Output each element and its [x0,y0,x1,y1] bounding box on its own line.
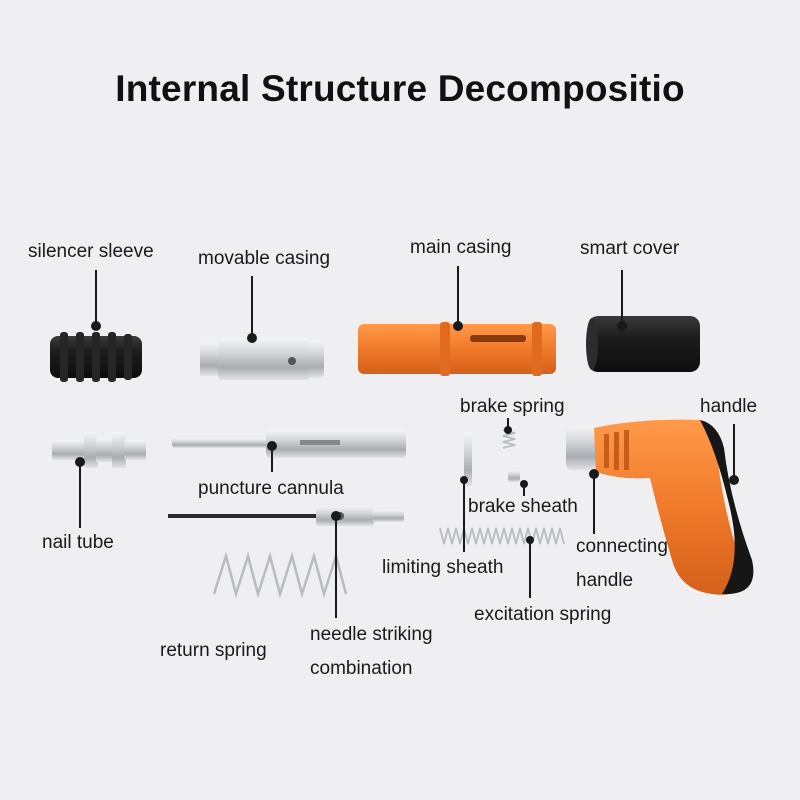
label-excitation-spring: excitation spring [474,604,612,625]
nail-tube-part [52,432,146,468]
main-casing-part [358,322,556,376]
limiting-sheath-part [464,432,472,486]
label-movable-casing: movable casing [198,248,331,269]
brake-spring-part [502,429,516,449]
movable-casing-part [200,338,324,380]
smart-cover-part [586,316,700,372]
label-main-casing: main casing [410,237,512,258]
label-puncture-cannula: puncture cannula [198,478,344,499]
label-smart-cover: smart cover [580,238,680,259]
return-spring-part [212,551,348,599]
label-brake-sheath: brake sheath [468,496,578,517]
label-needle-striking-line1: needle striking [310,624,433,645]
needle-striking-part [168,506,404,526]
leader-lines [75,266,739,618]
label-connecting-handle-line1: connecting [576,536,668,557]
diagram-title: Internal Structure Decompositio [115,68,685,109]
label-silencer-sleeve: silencer sleeve [28,241,154,262]
label-nail-tube: nail tube [42,532,114,553]
handle-part [566,419,754,595]
label-return-spring: return spring [160,640,267,661]
label-handle: handle [700,396,758,417]
silencer-sleeve-part [50,332,142,382]
label-brake-spring: brake spring [460,396,565,417]
label-needle-striking-line2: combination [310,658,413,679]
excitation-spring-part [439,527,565,545]
brake-sheath-part [508,470,520,482]
puncture-cannula-part [172,430,406,458]
label-connecting-handle-line2: handle [576,570,634,591]
label-limiting-sheath: limiting sheath [382,557,504,578]
